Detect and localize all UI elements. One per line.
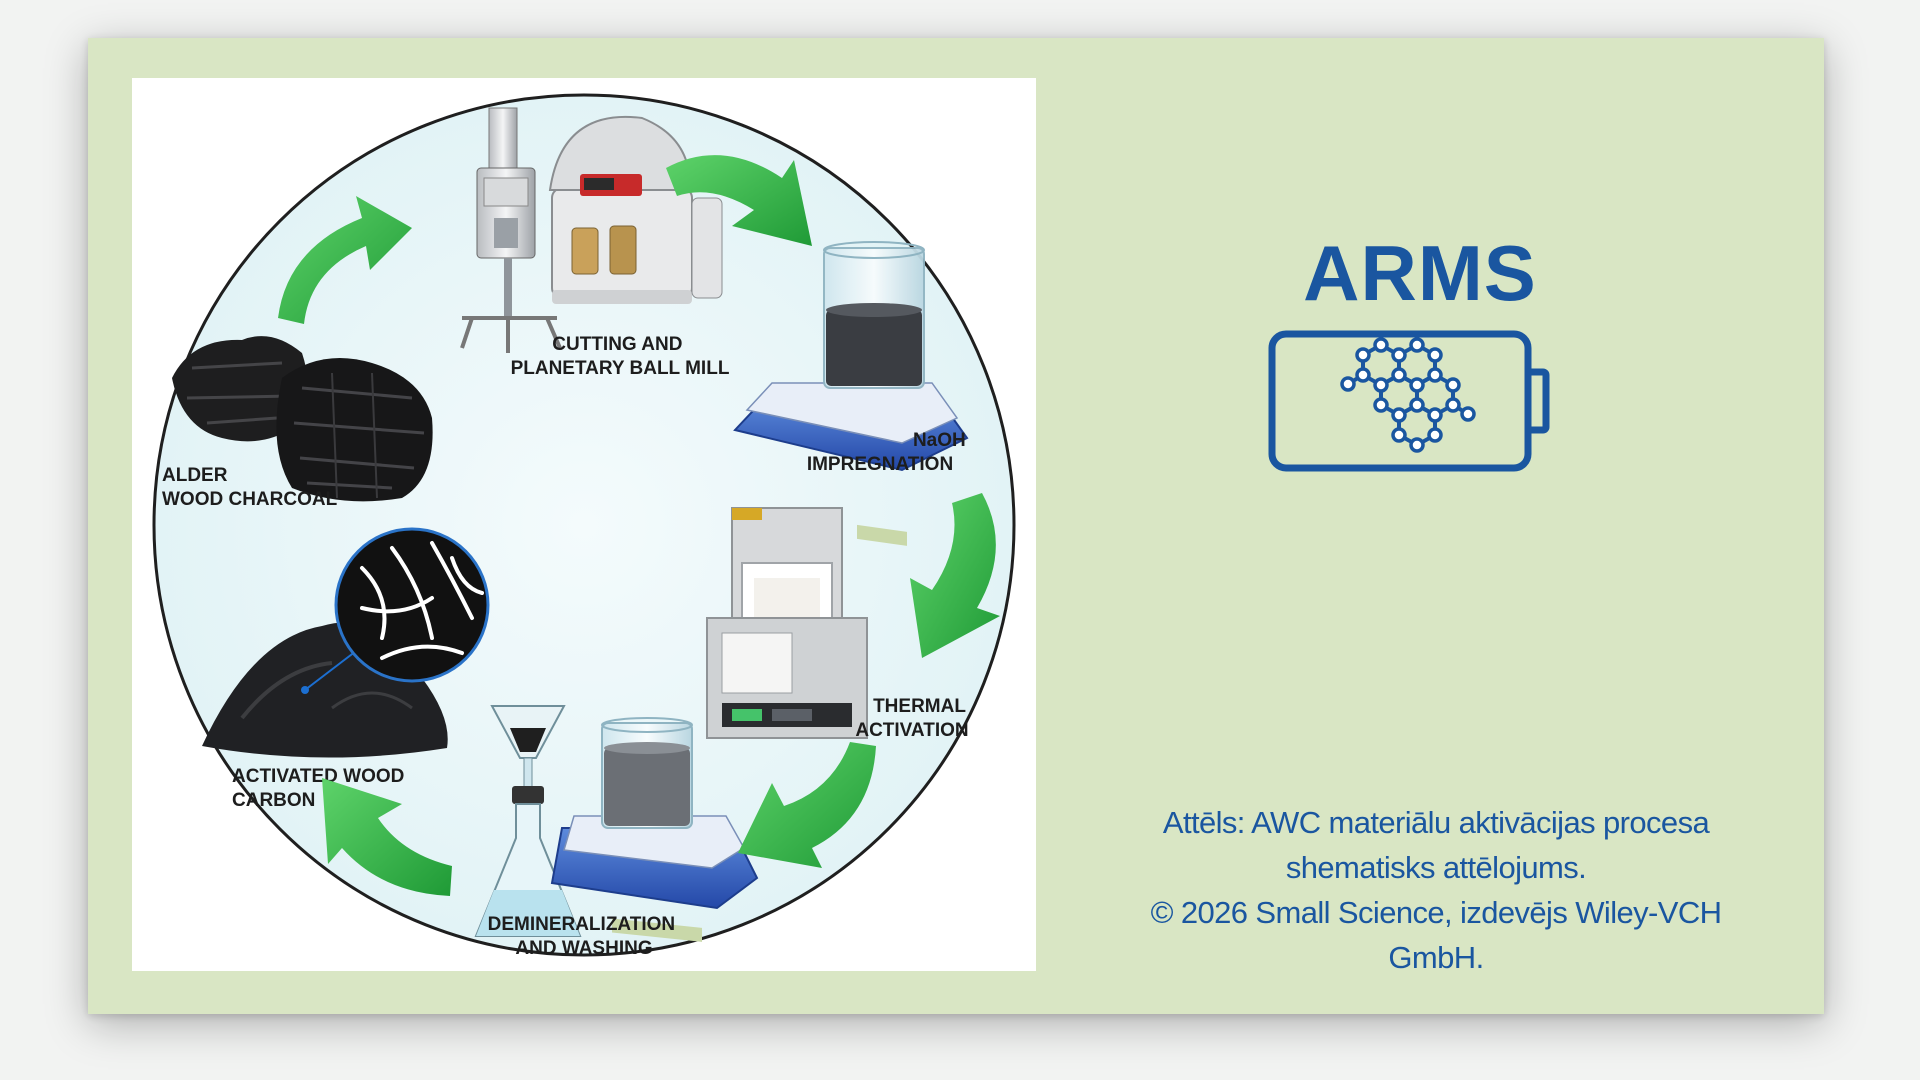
- label-cutting: CUTTING AND PLANETARY BALL MILL: [511, 334, 730, 379]
- furnace-icon: [706, 507, 868, 739]
- label-naoh: NaOH IMPREGNATION: [807, 430, 971, 475]
- process-diagram: CUTTING AND PLANETARY BALL MILL NaOH IMP…: [132, 78, 1036, 971]
- caption-line: GmbH.: [1388, 940, 1484, 975]
- cycle-arrow-2: [666, 155, 812, 246]
- funnel-flask-icon: [474, 705, 582, 937]
- cycle-arrow-4: [738, 742, 876, 868]
- label-alder: ALDER WOOD CHARCOAL: [162, 465, 338, 510]
- charcoal-pieces-icon: [172, 336, 433, 502]
- planetary-ball-mill-icon: [548, 116, 723, 304]
- beaker-on-scale-2-icon: [550, 717, 759, 942]
- battery-graphene-icon: [1268, 330, 1568, 480]
- label-thermal: THERMAL ACTIVATION: [855, 696, 971, 741]
- caption-line: Attēls: AWC materiālu aktivācijas proces…: [1162, 805, 1710, 840]
- cycle-arrow-5: [322, 778, 452, 896]
- caption-line: shematisks attēlojums.: [1285, 850, 1587, 885]
- label-demineralization: DEMINERALIZATION AND WASHING: [488, 914, 681, 959]
- slide-panel: CUTTING AND PLANETARY BALL MILL NaOH IMP…: [88, 38, 1824, 1014]
- figure-caption: Attēls: AWC materiālu aktivācijas proces…: [1086, 800, 1786, 980]
- microstructure-magnified-icon: [334, 527, 490, 683]
- beaker-on-scale-icon: [733, 241, 969, 549]
- cutting-mill-icon: [460, 107, 562, 353]
- cycle-arrow-3: [910, 493, 1000, 658]
- brand-title: ARMS: [1303, 229, 1537, 317]
- label-awc: ACTIVATED WOOD CARBON: [232, 766, 410, 811]
- cycle-arrow-1: [278, 196, 412, 324]
- caption-line: © 2026 Small Science, izdevējs Wiley-VCH: [1150, 895, 1722, 930]
